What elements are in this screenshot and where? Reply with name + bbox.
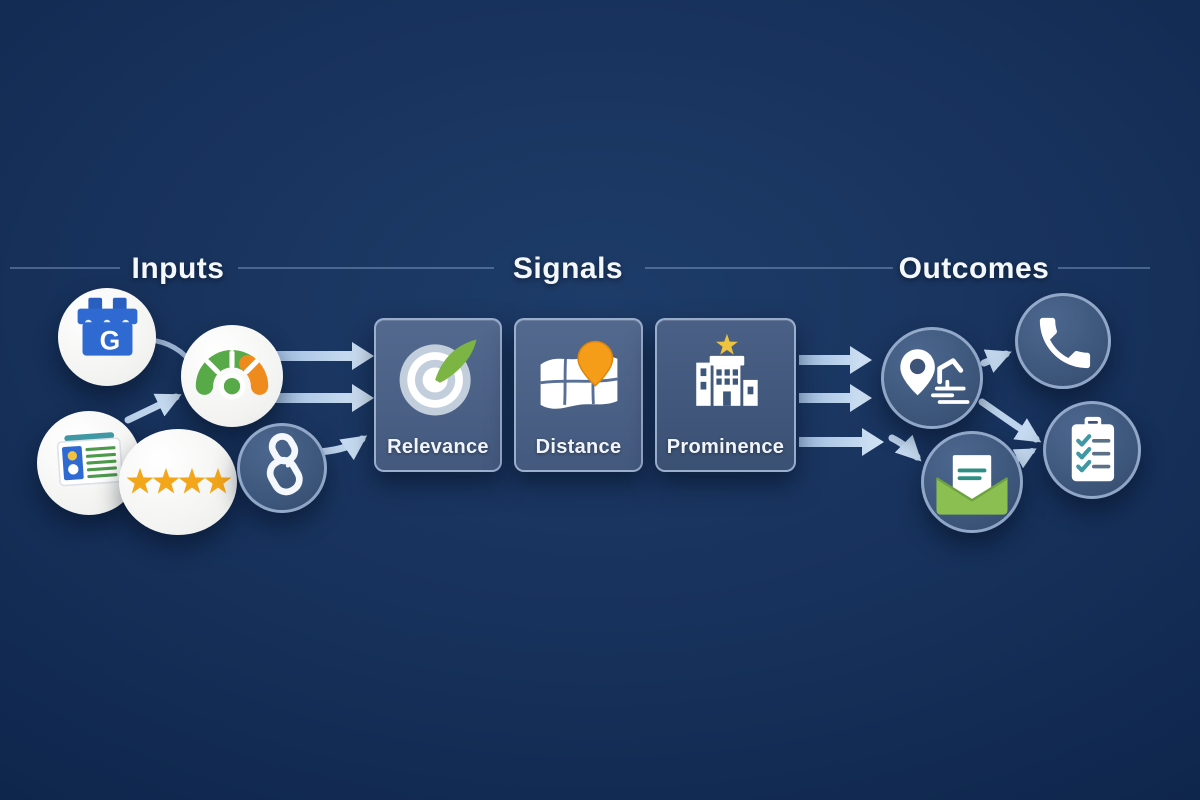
signal-label-prominence: Prominence bbox=[666, 436, 785, 458]
outcome-checklist bbox=[1043, 401, 1141, 499]
signal-card-distance: Distance bbox=[514, 318, 643, 472]
input-links bbox=[237, 423, 327, 513]
input-google-business-profile: G bbox=[58, 288, 156, 386]
signal-label-relevance: Relevance bbox=[387, 436, 489, 458]
building-with-star-icon bbox=[695, 333, 758, 406]
arrow-into-envelope bbox=[888, 434, 922, 462]
arrow-input-to-signal-1 bbox=[266, 342, 374, 370]
performance-gauge-icon bbox=[195, 349, 269, 400]
input-performance-gauge bbox=[181, 325, 283, 427]
arrow-pin-to-phone bbox=[980, 349, 1012, 373]
signal-card-relevance: Relevance bbox=[374, 318, 502, 472]
signals-section-title: Signals bbox=[512, 252, 624, 285]
outcome-messages bbox=[921, 431, 1023, 533]
arrow-signal-to-outcome-1 bbox=[799, 346, 872, 374]
arrow-card-to-gauge bbox=[124, 393, 182, 424]
signal-label-distance: Distance bbox=[535, 436, 622, 458]
business-listing-card-icon bbox=[56, 432, 124, 487]
arrow-pin-to-checklist bbox=[978, 398, 1042, 443]
outcomes-section-title: Outcomes bbox=[898, 252, 1050, 285]
google-letter: G bbox=[100, 326, 121, 356]
arrow-link-to-relevance bbox=[316, 435, 368, 461]
signal-card-prominence: Prominence bbox=[655, 318, 796, 472]
arrow-signal-to-outcome-3 bbox=[799, 428, 884, 456]
phone-call-icon bbox=[1039, 317, 1091, 369]
google-business-profile-icon: G bbox=[77, 297, 138, 356]
link-icon bbox=[266, 433, 303, 496]
target-with-leaf-icon bbox=[399, 339, 477, 416]
outcome-map-ranking bbox=[881, 327, 983, 429]
input-star-rating bbox=[119, 429, 237, 535]
inputs-section-title: Inputs bbox=[131, 252, 225, 285]
arrow-signal-to-outcome-2 bbox=[799, 384, 872, 412]
checklist-clipboard-icon bbox=[1071, 416, 1115, 482]
map-pin-ranking-icon bbox=[900, 349, 970, 404]
map-with-pin-icon bbox=[539, 340, 618, 409]
outcome-phone-calls bbox=[1015, 293, 1111, 389]
arrow-input-to-signal-2 bbox=[266, 384, 374, 412]
four-star-rating-icon bbox=[126, 467, 232, 494]
open-envelope-message-icon bbox=[935, 455, 1009, 515]
